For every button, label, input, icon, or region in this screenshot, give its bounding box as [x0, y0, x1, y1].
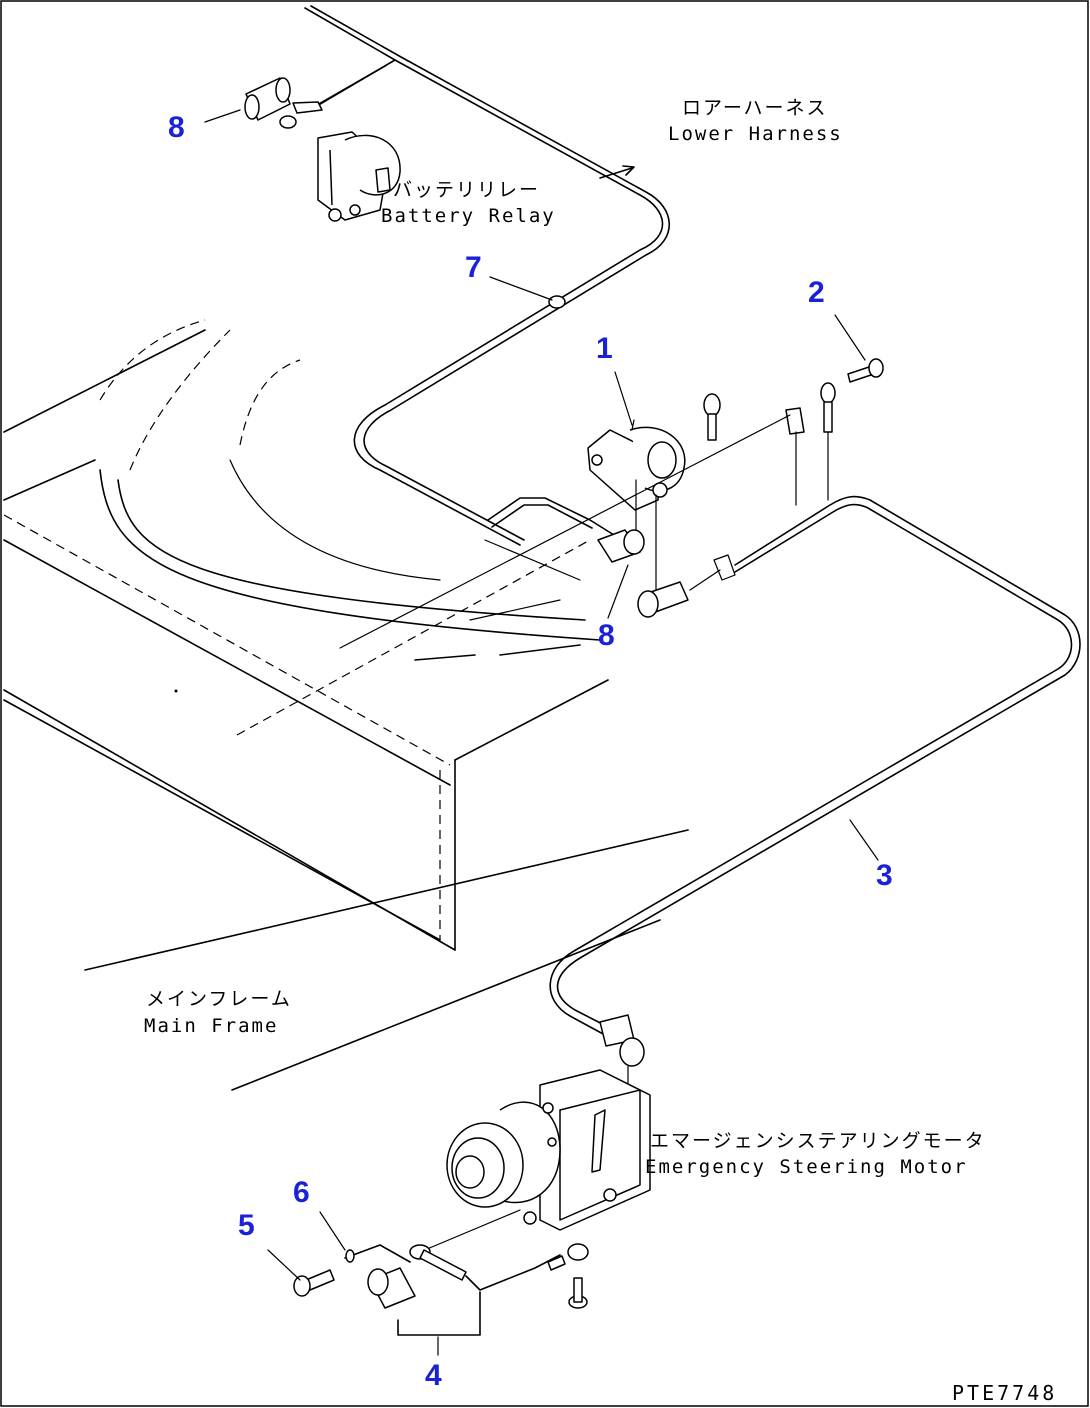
- emergency-motor-label-en: Emergency Steering Motor: [645, 1156, 968, 1178]
- callout-1: 1: [596, 332, 613, 365]
- callout-2: 2: [808, 276, 825, 309]
- callout-5: 5: [238, 1209, 255, 1242]
- lower-cable-item4: [344, 1209, 589, 1336]
- lower-harness-label-jp: ロアーハーネス: [682, 97, 827, 119]
- boots-middle: [597, 529, 736, 618]
- callout-7: 7: [465, 251, 482, 284]
- battery-relay-label-en: Battery Relay: [381, 205, 556, 227]
- leader-lines: [204, 109, 879, 1356]
- cable-item3: [549, 495, 1081, 1091]
- harness-branch-box: [487, 497, 631, 546]
- lower-harness-label-en: Lower Harness: [668, 123, 843, 145]
- drawing-code: PTE7748: [952, 1381, 1057, 1405]
- main-frame-label-en: Main Frame: [144, 1015, 278, 1037]
- callout-6: 6: [293, 1176, 310, 1209]
- main-frame-outline: [3, 319, 689, 1091]
- bolt-item2: [847, 358, 884, 383]
- main-frame-label-jp: メインフレーム: [146, 988, 292, 1010]
- battery-relay-item1: [587, 419, 686, 591]
- callout-8-mid: 8: [598, 619, 615, 652]
- callout-4: 4: [425, 1359, 442, 1392]
- callout-3: 3: [876, 859, 893, 892]
- boot-top: [244, 77, 291, 121]
- bolt-lower: [568, 1277, 588, 1309]
- washer-item6: [345, 1249, 355, 1263]
- lower-harness: [279, 5, 670, 546]
- emergency-motor-label-jp: エマージェンシステアリングモータ: [650, 1130, 986, 1152]
- bolt-item5: [293, 1269, 335, 1297]
- emergency-steering-motor: [446, 1069, 651, 1231]
- terminals: [339, 382, 836, 649]
- callout-8-top: 8: [168, 111, 185, 144]
- battery-relay-top: [317, 131, 401, 222]
- battery-relay-label-jp: バッテリリレー: [393, 179, 540, 201]
